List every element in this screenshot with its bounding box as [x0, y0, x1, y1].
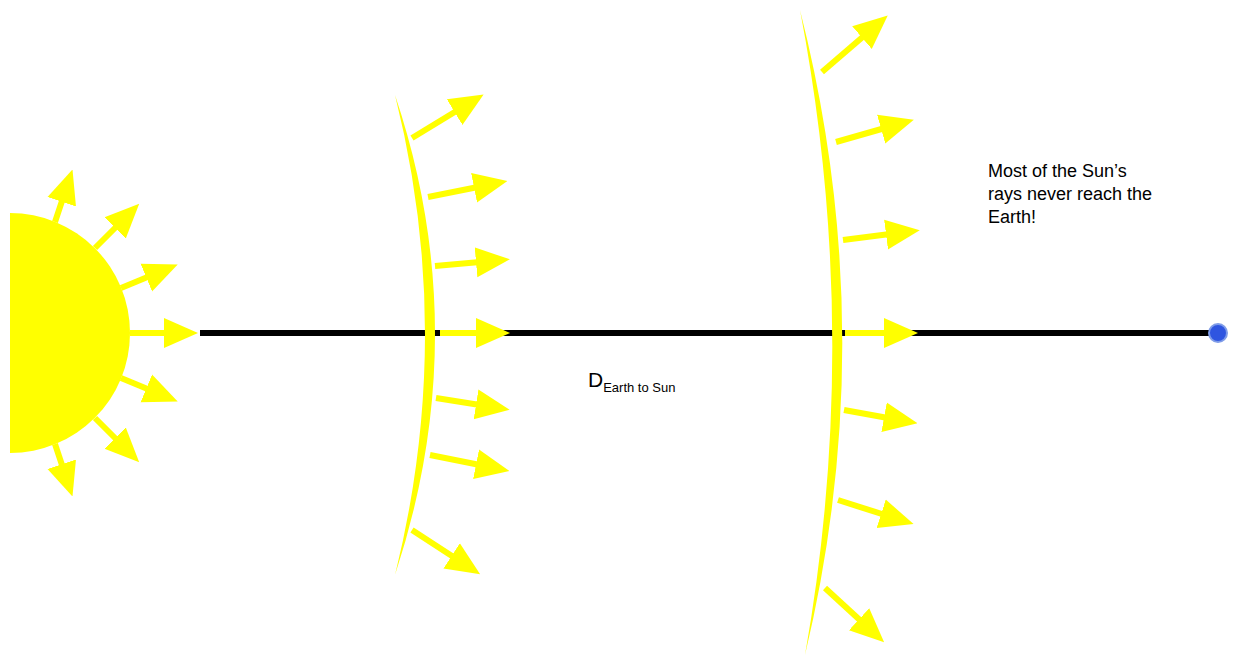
- note-text: Most of the Sun’s rays never reach the E…: [988, 160, 1163, 229]
- sun-rays: [55, 198, 168, 468]
- wavefront: [395, 95, 435, 575]
- distance-line: [200, 330, 1212, 336]
- sun: [10, 213, 130, 453]
- wavefront-rays: [822, 35, 890, 622]
- distance-symbol: D: [588, 368, 603, 391]
- distance-label: DEarth to Sun: [588, 368, 675, 392]
- distance-subscript: Earth to Sun: [603, 380, 675, 395]
- earth-dot: [1209, 324, 1227, 342]
- wavefront: [800, 10, 842, 655]
- wavefront-rays: [412, 110, 480, 558]
